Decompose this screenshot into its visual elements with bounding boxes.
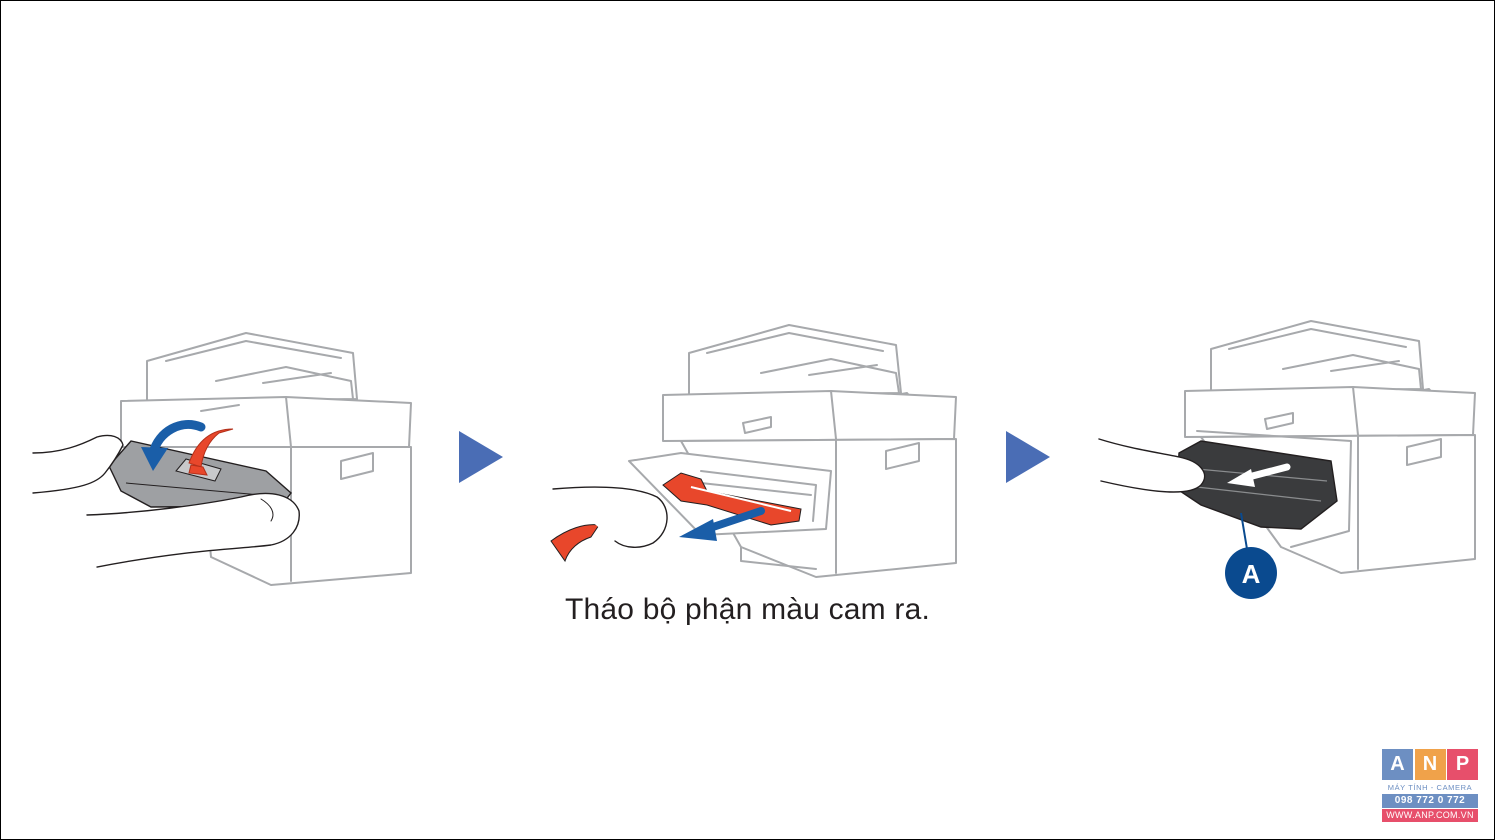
logo-phone: 098 772 0 772 — [1382, 794, 1478, 808]
anp-logo: A N P MÁY TÍNH - CAMERA 098 772 0 772 WW… — [1382, 749, 1478, 825]
printer-step-1 — [32, 332, 412, 586]
logo-website: WWW.ANP.COM.VN — [1382, 809, 1478, 822]
logo-letter-p: P — [1447, 749, 1478, 780]
callout-circle — [1225, 547, 1277, 599]
logo-letter-a: A — [1382, 749, 1413, 780]
printer-step-3: A — [1098, 320, 1476, 599]
printer-step-2 — [550, 324, 957, 578]
callout-label: A — [1242, 559, 1261, 589]
caption-text: Tháo bộ phận màu cam ra. — [564, 593, 930, 626]
logo-letter-n: N — [1414, 749, 1446, 780]
next-step-arrow-2 — [1006, 431, 1050, 483]
logo-letters: A N P — [1382, 749, 1478, 780]
next-step-arrow-1 — [459, 431, 503, 483]
logo-subtitle: MÁY TÍNH - CAMERA — [1387, 783, 1473, 792]
